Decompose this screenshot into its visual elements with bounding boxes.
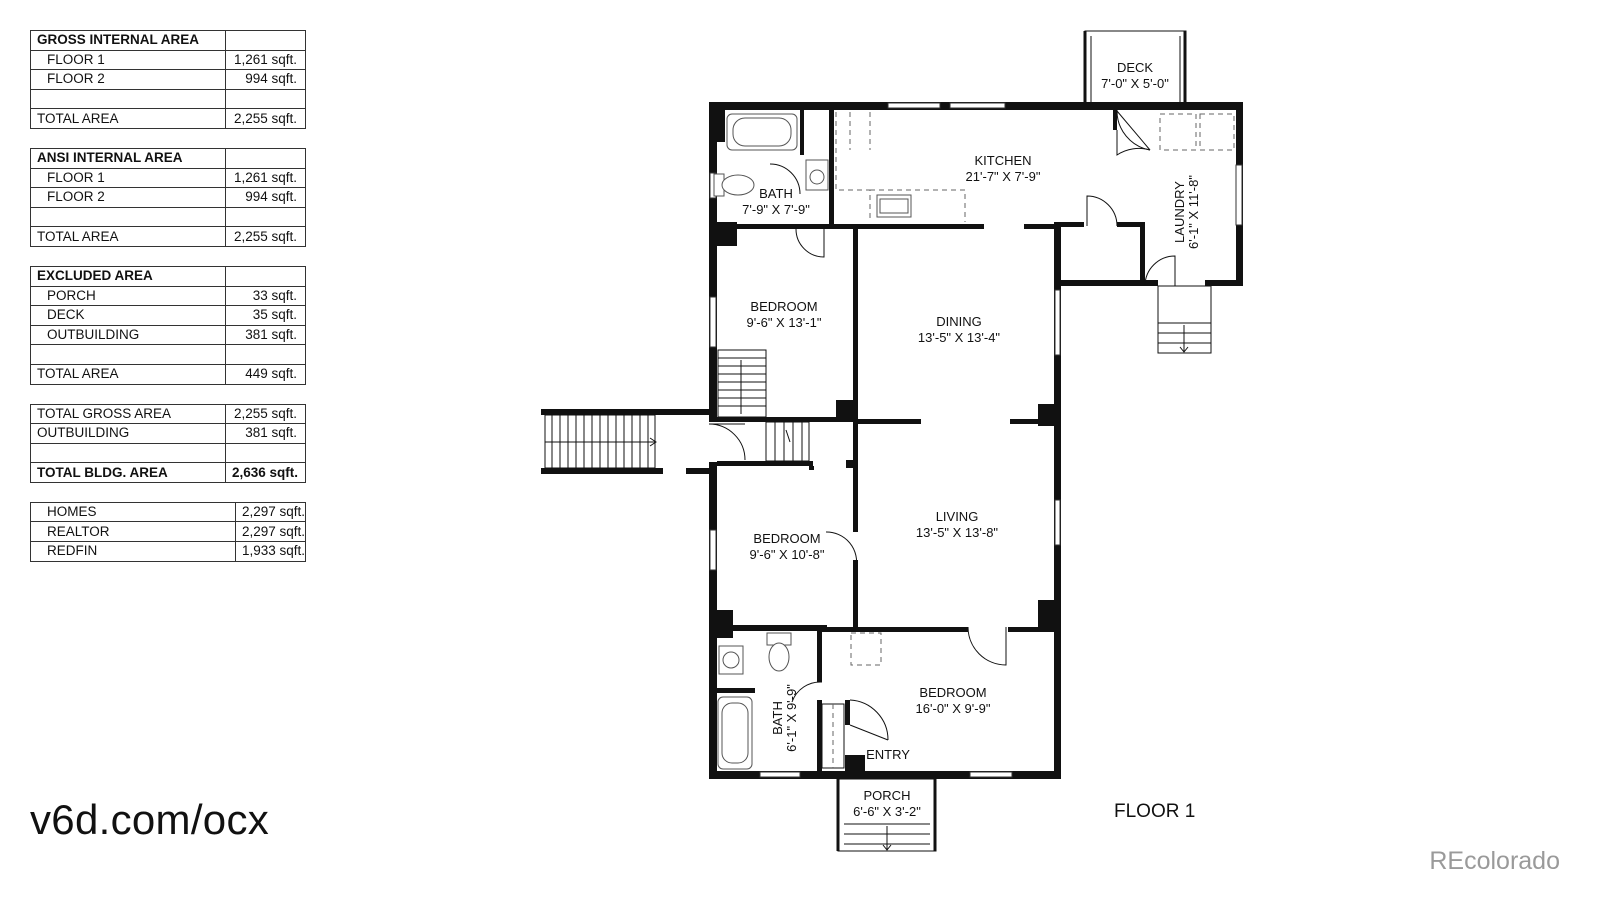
tour-url: v6d.com/ocx: [30, 796, 270, 843]
porch-name: PORCH: [864, 788, 911, 803]
bedroom-2-dims: 9'-6" X 10'-8": [750, 547, 825, 562]
row-label: OUTBUILDING: [30, 423, 226, 444]
floor-label: FLOOR 1: [1114, 801, 1196, 822]
row-label: OUTBUILDING: [30, 324, 226, 346]
entry-name: ENTRY: [866, 747, 910, 762]
kitchen-name: KITCHEN: [974, 153, 1031, 168]
row-label: TOTAL BLDG. AREA: [30, 462, 226, 483]
row-value: 1,261 sqft.: [225, 167, 306, 189]
row-label: TOTAL AREA: [30, 363, 226, 385]
row-value: 2,255 sqft.: [225, 403, 306, 425]
windows: [709, 102, 1243, 778]
bedroom-1-dims: 9'-6" X 13'-1": [747, 315, 822, 330]
deck-name: DECK: [1117, 60, 1153, 75]
bath-top-name: BATH: [759, 186, 793, 201]
row-value: 33 sqft.: [225, 285, 306, 307]
row-value: 449 sqft.: [225, 363, 306, 385]
bath-top-dims: 7'-9" X 7'-9": [742, 202, 810, 217]
left-exterior-stairs: [541, 409, 711, 474]
row-value: 35 sqft.: [225, 305, 306, 326]
kitchen-dims: 21'-7" X 7'-9": [966, 169, 1041, 184]
laundry-steps: [1157, 285, 1212, 354]
row-value: 2,636 sqft.: [225, 462, 306, 483]
bedroom-1-name: BEDROOM: [750, 299, 817, 314]
bedroom-3-name: BEDROOM: [919, 685, 986, 700]
dining-name: DINING: [936, 314, 982, 329]
row-label: REALTOR: [30, 521, 236, 543]
room-labels: DECK 7'-0" X 5'-0" KITCHEN 21'-7" X 7'-9…: [742, 60, 1201, 819]
bedroom-3-dims: 16'-0" X 9'-9": [916, 701, 991, 716]
deck-dims: 7'-0" X 5'-0": [1101, 76, 1169, 91]
row-value: 2,255 sqft.: [225, 226, 306, 247]
bedroom-2-name: BEDROOM: [753, 531, 820, 546]
row-label: TOTAL AREA: [30, 108, 226, 129]
bath-bottom-dims: 6'-1" X 9'-9": [784, 684, 799, 752]
porch-dims: 6'-6" X 3'-2": [853, 804, 921, 819]
table-header: ANSI INTERNAL AREA: [30, 147, 226, 169]
table-row: [30, 344, 306, 365]
interior-stairs: [717, 349, 810, 462]
fixtures: [713, 112, 1235, 770]
laundry-name: LAUNDRY: [1172, 181, 1187, 243]
laundry-dims: 6'-1" X 11'-8": [1186, 175, 1201, 249]
living-name: LIVING: [936, 509, 979, 524]
row-value: 381 sqft.: [225, 423, 306, 444]
bath-bottom-name: BATH: [770, 701, 785, 735]
dining-dims: 13'-5" X 13'-4": [918, 330, 1001, 345]
row-value: 1,933 sqft.: [235, 541, 306, 562]
table-header-row: GROSS INTERNAL AREA: [30, 30, 306, 51]
row-value: 994 sqft.: [225, 69, 306, 90]
row-value: 2,255 sqft.: [225, 108, 306, 129]
table-row: [30, 206, 306, 228]
porch: [836, 778, 937, 852]
brand-watermark: REcolorado: [1429, 847, 1560, 875]
door-swings: [708, 109, 1176, 741]
living-dims: 13'-5" X 13'-8": [916, 525, 999, 540]
table-header-row: ANSI INTERNAL AREA: [30, 147, 306, 169]
row-label: FLOOR 1: [30, 167, 226, 189]
row-label: TOTAL GROSS AREA: [30, 403, 226, 425]
interior-walls: [717, 110, 1145, 779]
